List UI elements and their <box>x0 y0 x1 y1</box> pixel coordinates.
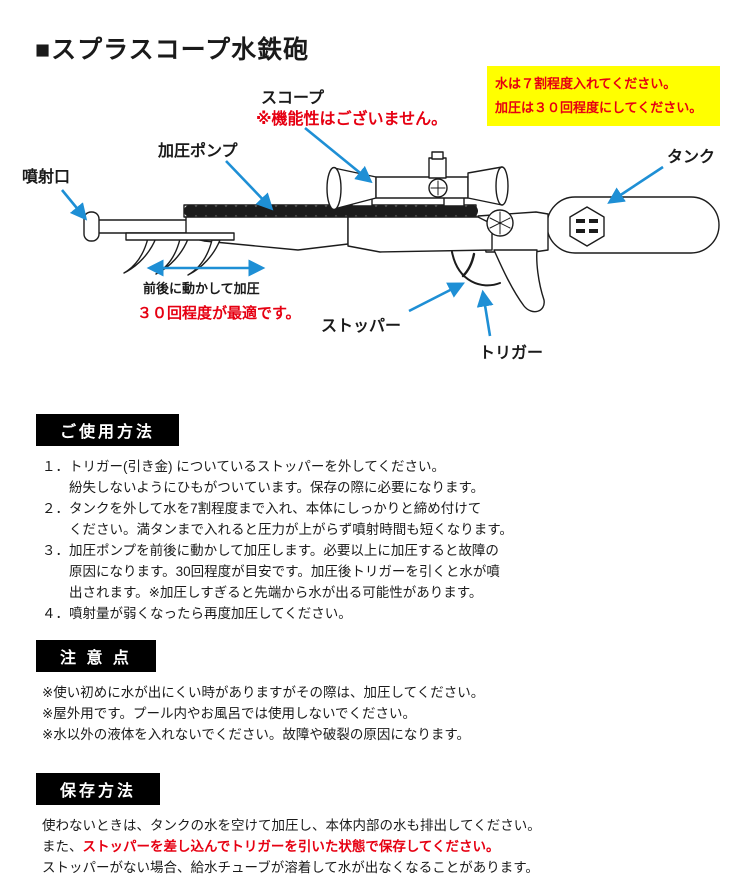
tank-logo <box>576 219 598 233</box>
notice-line-2: 加圧は３０回程度にしてください。 <box>495 100 703 116</box>
trigger-part <box>451 251 501 287</box>
water-gun-illustration <box>60 126 720 337</box>
caution-line: ※水以外の液体を入れないでください。故障や破裂の原因になります。 <box>42 727 471 742</box>
arrow-to-nozzle <box>60 189 88 221</box>
pump-motion-label: 前後に動かして加圧 <box>143 281 260 296</box>
usage-line: 原因になります。30回程度が目安です。加圧後トリガーを引くと水が噴 <box>69 564 500 579</box>
scope-part <box>326 151 509 211</box>
arrow-to-scope <box>304 126 373 184</box>
caution-line: ※使い初めに水が出にくい時がありますがその際は、加圧してください。 <box>42 685 485 700</box>
storage-line2-prefix: また、 <box>42 839 83 854</box>
notice-box: 水は７割程度入れてください。 加圧は３０回程度にしてください。 <box>487 66 720 127</box>
usage-line: ください。満タンまで入れると圧力が上がらず噴射時間も短くなります。 <box>69 522 513 537</box>
stopper-label: ストッパー <box>321 318 402 335</box>
product-diagram: ■スプラスコープ水鉄砲 水は７割程度入れてください。 加圧は３０回程度にしてくだ… <box>0 0 750 412</box>
section-storage: 保存方法 使わないときは、タンクの水を空けて加圧し、本体内部の水も排出してくださ… <box>36 773 722 878</box>
arrow-to-trigger <box>476 289 494 337</box>
section-heading-caution: 注 意 点 <box>36 640 156 672</box>
arrow-to-tank <box>607 165 664 204</box>
storage-line: ストッパーがない場合、給水チューブが溶着して水が出なくなることがあります。 <box>42 860 539 875</box>
pump-label: 加圧ポンプ <box>158 143 238 160</box>
leader-arrows <box>60 126 664 337</box>
section-heading-usage: ご使用方法 <box>36 414 180 446</box>
storage-line: 使わないときは、タンクの水を空けて加圧し、本体内部の水も排出してください。 <box>42 818 541 833</box>
page-title: ■スプラスコープ水鉄砲 <box>35 36 310 64</box>
scope-label: スコープ <box>261 90 325 107</box>
receiver-part <box>347 216 493 253</box>
pump-count-note: ３０回程度が最適です。 <box>137 305 301 322</box>
nozzle-part <box>83 211 100 242</box>
arrow-to-pump <box>225 160 274 211</box>
usage-line: ４．噴射量が弱くなったら再度加圧してください。 <box>42 606 352 621</box>
section-usage: ご使用方法 １．トリガー(引き金) についているストッパーを外してください。 紛… <box>36 414 722 624</box>
usage-line: ３．加圧ポンプを前後に動かして加圧します。必要以上に加圧すると故障の <box>42 543 499 558</box>
notice-line-1: 水は７割程度入れてください。 <box>495 76 677 91</box>
instructions-content: ご使用方法 １．トリガー(引き金) についているストッパーを外してください。 紛… <box>0 414 750 880</box>
dial-part <box>486 209 514 237</box>
tank-part <box>546 196 720 254</box>
trigger-label: トリガー <box>479 345 544 362</box>
gun-outline <box>83 151 720 313</box>
usage-line: ２．タンクを外して水を7割程度まで入れ、本体にしっかりと締め付けて <box>42 501 482 516</box>
storage-line2-warning: ストッパーを差し込んでトリガーを引いた状態で保存してください。 <box>82 839 500 854</box>
grip-part <box>493 249 545 313</box>
section-heading-storage: 保存方法 <box>36 773 161 805</box>
section-caution: 注 意 点 ※使い初めに水が出にくい時がありますがその際は、加圧してください。 … <box>36 640 722 745</box>
caution-line: ※屋外用です。プール内やお風呂では使用しないでください。 <box>42 706 417 721</box>
usage-line: 出されます。※加圧しすぎると先端から水が出る可能性があります。 <box>69 585 483 600</box>
tank-label: タンク <box>667 149 716 166</box>
arrow-to-stopper <box>408 282 466 313</box>
scope-note: ※機能性はございません。 <box>256 111 448 128</box>
usage-line: １．トリガー(引き金) についているストッパーを外してください。 <box>42 459 446 474</box>
usage-line: 紛失しないようにひもがついています。保存の際に必要になります。 <box>69 480 485 495</box>
nozzle-label: 噴射口 <box>22 169 71 186</box>
storage-line: また、ストッパーを差し込んでトリガーを引いた状態で保存してください。 <box>42 836 722 857</box>
